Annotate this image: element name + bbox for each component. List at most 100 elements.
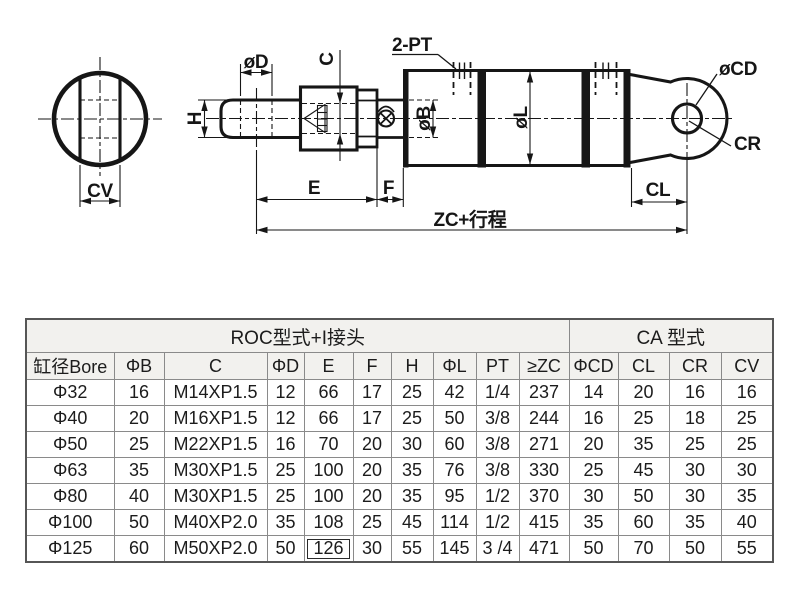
data-cell: 30 [668, 457, 722, 484]
data-cell: 100 [303, 483, 354, 510]
data-cell: 16 [266, 431, 305, 458]
data-cell: 50 [568, 535, 619, 562]
data-cell: M16XP1.5 [163, 405, 268, 432]
data-cell: 3/8 [475, 431, 520, 458]
data-cell: 40 [720, 509, 774, 536]
data-cell: 415 [518, 509, 570, 536]
data-cell: 35 [568, 509, 619, 536]
data-cell: 35 [390, 457, 434, 484]
row-header-cell: Φ50 [25, 431, 115, 458]
data-cell: 25 [668, 431, 722, 458]
data-cell: M14XP1.5 [163, 379, 268, 406]
data-cell: 1/2 [475, 509, 520, 536]
data-cell: 55 [390, 535, 434, 562]
data-cell: 16 [113, 379, 165, 406]
row-header-cell: Φ100 [25, 509, 115, 536]
data-cell: 70 [303, 431, 354, 458]
row-header-cell: Φ40 [25, 405, 115, 432]
dimension-arrow [80, 197, 91, 205]
data-cell: 20 [352, 431, 392, 458]
column-header-cell: ≥ZC [518, 352, 570, 380]
data-cell: 42 [432, 379, 477, 406]
group-header-cell: ROC型式+I接头 [25, 318, 570, 353]
data-cell: M40XP2.0 [163, 509, 268, 536]
dimension-arrows [80, 69, 687, 234]
technical-drawing: CV H øD C [38, 35, 762, 234]
data-cell: 20 [568, 431, 619, 458]
data-cell: 50 [617, 483, 670, 510]
data-cell: 40 [113, 483, 165, 510]
data-cell: 108 [303, 509, 354, 536]
data-cell: 35 [720, 483, 774, 510]
data-cell: 126 [303, 535, 354, 562]
row-header-cell: Φ80 [25, 483, 115, 510]
data-cell: 3 /4 [475, 535, 520, 562]
rod-eye-outline [219, 98, 302, 140]
column-header-cell: CV [720, 352, 774, 380]
data-cell: 35 [266, 509, 305, 536]
column-header-cell: ΦL [432, 352, 477, 380]
column-header-cell: CL [617, 352, 670, 380]
dimension-arrow [676, 226, 687, 234]
data-cell: 114 [432, 509, 477, 536]
data-cell: 66 [303, 379, 354, 406]
data-cell: 30 [720, 457, 774, 484]
data-cell: 20 [352, 483, 392, 510]
label-2pt: 2-PT [392, 35, 433, 56]
column-header-cell: F [352, 352, 392, 380]
data-cell: 271 [518, 431, 570, 458]
dimension-arrow [240, 69, 252, 76]
data-cell: 70 [617, 535, 670, 562]
data-cell: 50 [432, 405, 477, 432]
label-cv: CV [87, 181, 113, 202]
port-right [594, 62, 618, 95]
data-cell: 330 [518, 457, 570, 484]
label-e: E [308, 178, 320, 199]
grease-dome [377, 105, 395, 113]
data-cell: 16 [668, 379, 722, 406]
data-cell: 18 [668, 405, 722, 432]
label-phi-cd: øCD [719, 59, 757, 80]
dimension-arrow [676, 198, 687, 206]
column-header-cell: 缸径Bore [25, 352, 115, 380]
label-c: C [317, 52, 338, 66]
data-cell: 25 [113, 431, 165, 458]
dimension-arrow [377, 196, 388, 203]
rod-eye-joint: H øD C [185, 50, 404, 234]
column-header-cell: CR [668, 352, 722, 380]
data-cell: 16 [720, 379, 774, 406]
data-cell: 35 [668, 509, 722, 536]
dimension-arrow [429, 100, 437, 111]
data-cell: 25 [390, 405, 434, 432]
data-cell: 25 [266, 457, 305, 484]
data-cell: M30XP1.5 [163, 457, 268, 484]
column-header-cell: ΦCD [568, 352, 619, 380]
dimension-arrow [631, 198, 643, 206]
data-cell: 3/8 [475, 457, 520, 484]
data-cell: 55 [720, 535, 774, 562]
front-cap [403, 69, 409, 168]
dimension-arrow [336, 133, 344, 145]
row-header-cell: Φ32 [25, 379, 115, 406]
data-cell: 20 [617, 379, 670, 406]
dimension-arrow [109, 197, 120, 205]
column-header-cell: E [303, 352, 354, 380]
dimension-arrow [366, 196, 377, 203]
clevis-lug [629, 72, 729, 165]
end-view: CV [38, 57, 162, 207]
dimension-arrow [336, 92, 344, 104]
data-cell: 17 [352, 379, 392, 406]
dimension-arrow [526, 71, 534, 83]
data-cell: 30 [352, 535, 392, 562]
data-cell: 25 [617, 405, 670, 432]
dimension-arrow [256, 226, 268, 234]
data-cell: 60 [617, 509, 670, 536]
tube-band-1 [477, 69, 486, 168]
